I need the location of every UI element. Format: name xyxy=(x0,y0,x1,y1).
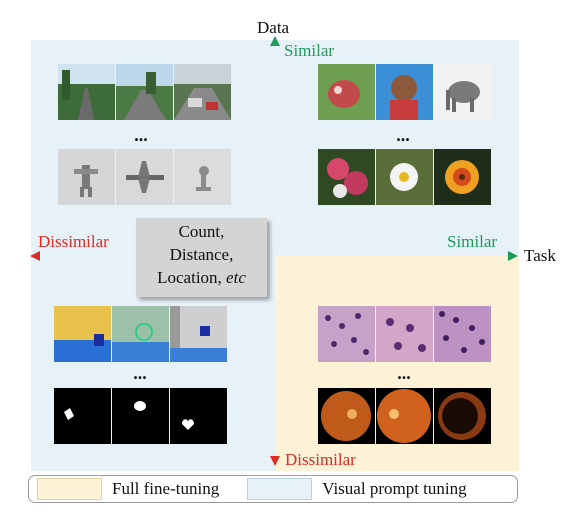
image-row-3d-objects xyxy=(58,149,231,205)
retina-fundus-image xyxy=(376,388,433,444)
task-axis-title: Task xyxy=(524,246,556,265)
person-portrait-image xyxy=(376,64,433,120)
animal-image xyxy=(318,64,375,120)
data-similar-label: Similar xyxy=(284,41,335,60)
data-axis-arrow-down xyxy=(270,456,280,466)
data-dissimilar-label: Dissimilar xyxy=(285,450,356,469)
task-example-count: Count, xyxy=(178,222,225,241)
data-axis-arrow-up xyxy=(270,36,280,46)
histopathology-image xyxy=(434,306,491,362)
legend: Full fine-tuning Visual prompt tuning xyxy=(28,475,518,503)
image-row-3d-maze xyxy=(54,306,227,362)
legend-swatch-full xyxy=(37,478,102,500)
task-example-distance: Distance, xyxy=(169,245,234,264)
road-image xyxy=(116,64,173,120)
maze-image xyxy=(54,306,111,362)
maze-image xyxy=(170,306,227,362)
legend-swatch-visual xyxy=(247,478,313,500)
maze-image xyxy=(112,306,169,362)
task-example-location: Location, etc xyxy=(157,268,246,287)
task-examples-box: Count, Distance, Location, etc xyxy=(136,218,267,297)
ellipsis: ... xyxy=(396,125,410,145)
legend-visual-label: Visual prompt tuning xyxy=(322,479,467,498)
elephant-image xyxy=(434,64,491,120)
pink-flower-image xyxy=(318,149,375,205)
ellipsis: ... xyxy=(397,363,411,383)
image-row-binary-shapes xyxy=(54,388,227,444)
ellipsis: ... xyxy=(133,363,147,383)
image-row-natural xyxy=(318,64,491,120)
orange-flower-image xyxy=(434,149,491,205)
histopathology-image xyxy=(318,306,375,362)
binary-shape-image xyxy=(54,388,111,444)
task-axis-arrow-right xyxy=(508,251,518,261)
retina-fundus-image xyxy=(318,388,375,444)
etc-text: etc xyxy=(226,268,246,287)
image-row-retina xyxy=(318,388,491,444)
task-dissimilar-label: Dissimilar xyxy=(38,232,109,251)
image-row-flowers xyxy=(318,149,491,205)
daisy-image xyxy=(376,149,433,205)
image-row-histopathology xyxy=(318,306,491,362)
robot-render-image xyxy=(58,149,115,205)
task-similar-label: Similar xyxy=(447,232,498,251)
airplane-render-image xyxy=(116,149,173,205)
object-render-image xyxy=(174,149,231,205)
retina-fundus-image xyxy=(434,388,491,444)
binary-shape-image xyxy=(112,388,169,444)
ellipsis: ... xyxy=(134,125,148,145)
histopathology-image xyxy=(376,306,433,362)
binary-shape-image xyxy=(170,388,227,444)
road-cars-image xyxy=(174,64,231,120)
legend-full-label: Full fine-tuning xyxy=(112,479,220,498)
data-axis-title: Data xyxy=(257,18,290,37)
road-image xyxy=(58,64,115,120)
task-axis-arrow-left xyxy=(30,251,40,261)
image-row-road-scenes xyxy=(58,64,231,120)
